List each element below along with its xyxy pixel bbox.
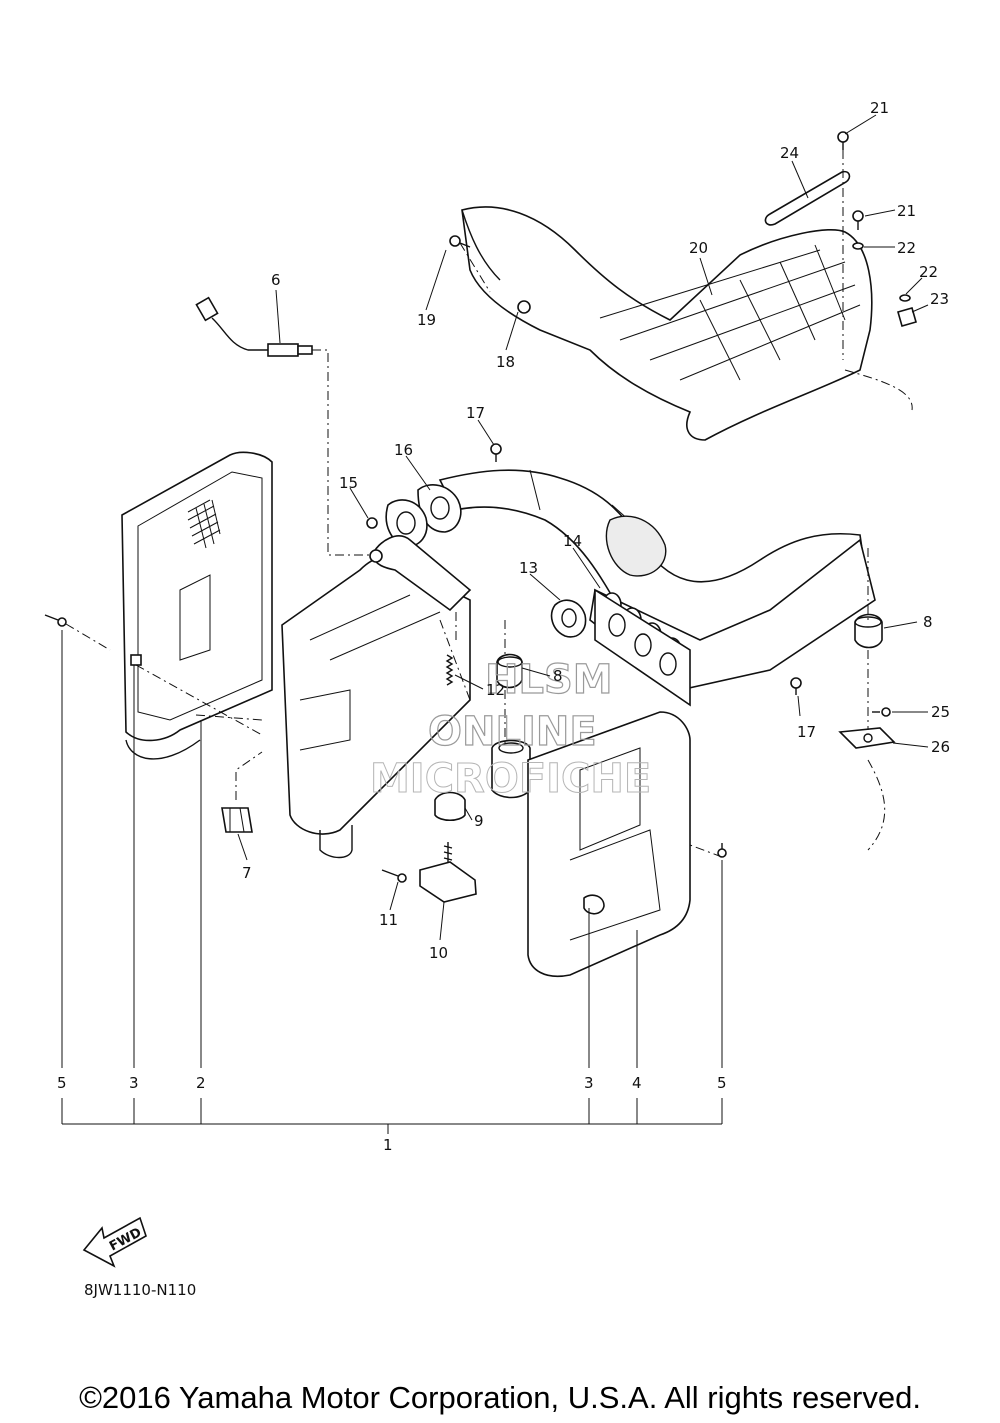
damper-9[interactable] bbox=[434, 791, 466, 822]
copyright-notice: ©2016 Yamaha Motor Corporation, U.S.A. A… bbox=[79, 1380, 921, 1415]
screw-5-right[interactable] bbox=[717, 843, 727, 858]
callout-22: 22 bbox=[919, 263, 938, 281]
callout-11: 11 bbox=[379, 911, 398, 929]
flex-joint-mesh bbox=[605, 515, 667, 577]
bolt-21-upper[interactable] bbox=[837, 131, 849, 150]
heat-shield-cover[interactable] bbox=[461, 206, 873, 441]
callout-21: 21 bbox=[897, 202, 916, 220]
cover-mesh-left bbox=[187, 499, 221, 549]
muffler-cover-left[interactable] bbox=[121, 451, 273, 760]
gasket-13[interactable] bbox=[550, 599, 587, 638]
callout-5: 5 bbox=[717, 1074, 727, 1092]
manifold-gasket-14[interactable] bbox=[594, 588, 691, 707]
callout-25: 25 bbox=[931, 703, 950, 721]
svg-text:HLSM: HLSM bbox=[485, 657, 613, 703]
damper-8-center[interactable] bbox=[496, 653, 523, 689]
callout-7: 7 bbox=[242, 864, 252, 882]
callout-22: 22 bbox=[897, 239, 916, 257]
svg-text:ONLINE: ONLINE bbox=[428, 709, 597, 755]
clip-nut-23[interactable] bbox=[897, 307, 917, 327]
callout-13: 13 bbox=[519, 559, 538, 577]
callout-12: 12 bbox=[486, 681, 505, 699]
oxygen-sensor[interactable] bbox=[195, 296, 313, 357]
bracket-26[interactable] bbox=[838, 727, 896, 749]
bolt-11[interactable] bbox=[381, 869, 407, 883]
svg-text:MICROFICHE: MICROFICHE bbox=[370, 756, 651, 802]
callout-3: 3 bbox=[129, 1074, 139, 1092]
callout-14: 14 bbox=[563, 532, 582, 550]
fwd-arrow-icon: FWD bbox=[82, 1216, 147, 1268]
heat-shield-strap[interactable] bbox=[764, 170, 851, 226]
bolt-25[interactable] bbox=[872, 707, 891, 717]
callout-6: 6 bbox=[271, 271, 281, 289]
callout-2: 2 bbox=[196, 1074, 206, 1092]
callout-26: 26 bbox=[931, 738, 950, 756]
callout-17: 17 bbox=[797, 723, 816, 741]
washer-22-lower[interactable] bbox=[899, 294, 911, 302]
watermark: HLSM ONLINE MICROFICHE bbox=[370, 656, 652, 802]
washer-22-upper[interactable] bbox=[852, 242, 864, 250]
callout-23: 23 bbox=[930, 290, 949, 308]
callout-3: 3 bbox=[584, 1074, 594, 1092]
callout-9: 9 bbox=[474, 812, 484, 830]
callout-21: 21 bbox=[870, 99, 889, 117]
callout-19: 19 bbox=[417, 311, 436, 329]
callout-1: 1 bbox=[383, 1136, 393, 1154]
muffler-body[interactable] bbox=[281, 557, 471, 859]
muffler-cover-right[interactable] bbox=[527, 711, 691, 977]
leader-lines bbox=[61, 114, 929, 1134]
muffler-inlet bbox=[369, 535, 472, 612]
callout-8: 8 bbox=[923, 613, 933, 631]
damper-8-right[interactable] bbox=[854, 613, 883, 649]
callout-18: 18 bbox=[496, 353, 515, 371]
flange-gasket-15[interactable] bbox=[385, 499, 428, 547]
collar-18[interactable] bbox=[517, 300, 531, 314]
spring-12[interactable] bbox=[445, 654, 454, 686]
callout-10: 10 bbox=[429, 944, 448, 962]
bracket-10[interactable] bbox=[419, 842, 477, 903]
clamp-7[interactable] bbox=[221, 807, 253, 833]
grommet-3-left[interactable] bbox=[130, 654, 142, 666]
screw-5-left[interactable] bbox=[44, 614, 67, 627]
callout-5: 5 bbox=[57, 1074, 67, 1092]
bolt-17-upper[interactable] bbox=[490, 443, 502, 462]
nut-15[interactable] bbox=[366, 517, 378, 529]
callout-16: 16 bbox=[394, 441, 413, 459]
bolt-17-lower[interactable] bbox=[790, 677, 802, 695]
bolt-21-lower[interactable] bbox=[852, 210, 864, 230]
bolt-19[interactable] bbox=[449, 235, 471, 248]
callout-labels: 21 24 21 22 22 23 20 19 18 6 17 16 15 14… bbox=[57, 99, 950, 1154]
callout-20: 20 bbox=[689, 239, 708, 257]
callout-24: 24 bbox=[780, 144, 799, 162]
diagram-code: 8JW1110-N110 bbox=[84, 1281, 197, 1299]
callout-17: 17 bbox=[466, 404, 485, 422]
callout-4: 4 bbox=[632, 1074, 642, 1092]
callout-8: 8 bbox=[553, 667, 563, 685]
callout-15: 15 bbox=[339, 474, 358, 492]
